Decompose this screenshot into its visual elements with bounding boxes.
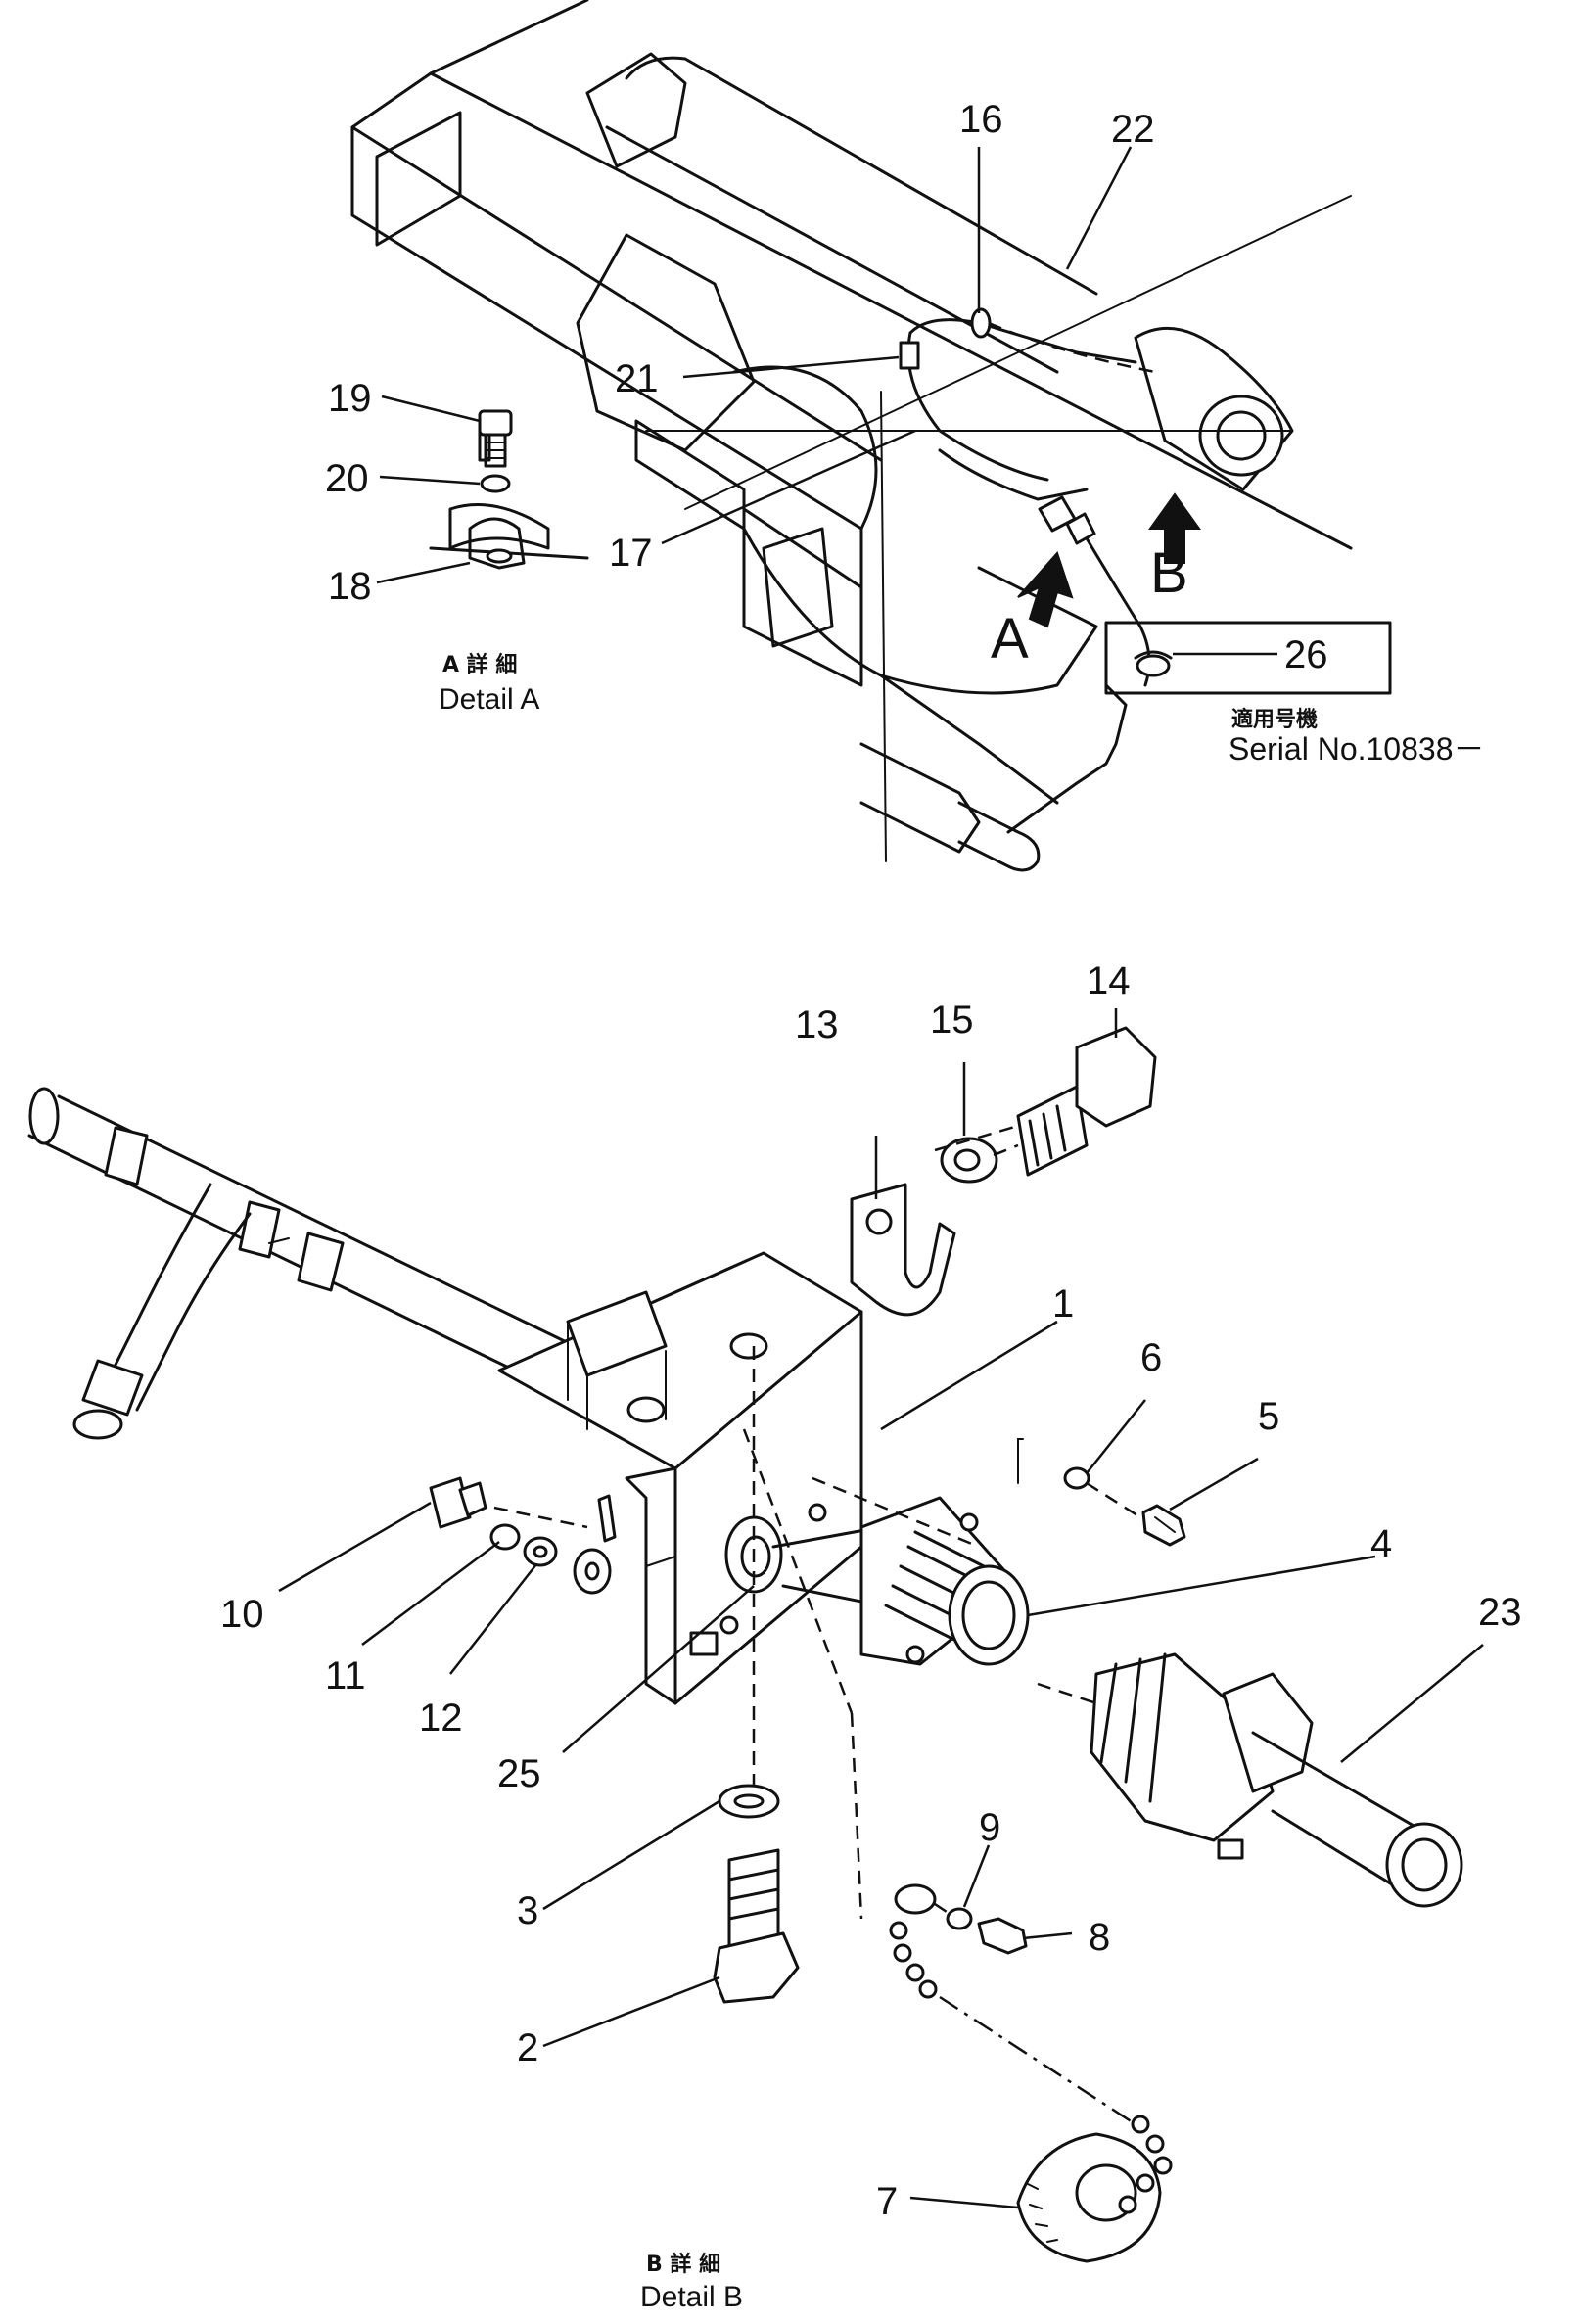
callout-14: 14 (1087, 959, 1131, 1002)
detail-b-caption-en: Detail B (640, 2281, 743, 2313)
serial-variant-box (1104, 621, 1392, 695)
callout-22: 22 (1111, 108, 1155, 151)
callout-12: 12 (419, 1697, 463, 1740)
callout-18: 18 (328, 565, 372, 608)
detail-a-caption-en: Detail A (439, 683, 539, 716)
detail-a-clamp-assembly (429, 409, 589, 570)
callout-3: 3 (517, 1889, 538, 1932)
serial-note-en: Serial No.10838－ (1229, 731, 1485, 767)
detail-a-caption-jp: A 詳 細 (442, 652, 517, 677)
callout-6: 6 (1140, 1336, 1162, 1379)
callout-7: 7 (876, 2180, 898, 2223)
leader-lines (278, 146, 1484, 2209)
view-arrow-a-label: A (991, 607, 1029, 671)
detail-b-assembly (27, 1026, 1463, 2263)
callout-4: 4 (1370, 1522, 1392, 1565)
callout-13: 13 (795, 1003, 839, 1046)
callout-26: 26 (1284, 633, 1328, 676)
callout-15: 15 (930, 999, 974, 1042)
callout-8: 8 (1089, 1916, 1110, 1959)
callout-23: 23 (1478, 1591, 1522, 1634)
callout-19: 19 (328, 377, 372, 420)
callout-2: 2 (517, 2026, 538, 2069)
view-arrow-letters: A B (991, 541, 1188, 671)
callout-11: 11 (325, 1654, 366, 1697)
callout-20: 20 (325, 457, 369, 500)
callout-5: 5 (1258, 1395, 1279, 1438)
callout-10: 10 (220, 1593, 264, 1636)
callout-labels: 16 22 21 19 20 18 17 26 13 15 14 1 6 5 4… (220, 98, 1522, 2223)
captions: A 詳 細 Detail A 適用号機 Serial No.10838－ B 詳… (439, 652, 1485, 2313)
callout-25: 25 (497, 1752, 541, 1795)
callout-9: 9 (979, 1806, 1000, 1849)
assembly-lines (493, 1124, 1141, 2126)
callout-17: 17 (609, 532, 653, 575)
serial-note-jp: 適用号機 (1231, 707, 1318, 732)
callout-21: 21 (615, 357, 659, 400)
detail-b-caption-jp: B 詳 細 (646, 2252, 720, 2277)
callout-1: 1 (1052, 1282, 1074, 1325)
callout-16: 16 (959, 98, 1003, 141)
view-arrow-b-label: B (1150, 541, 1188, 605)
